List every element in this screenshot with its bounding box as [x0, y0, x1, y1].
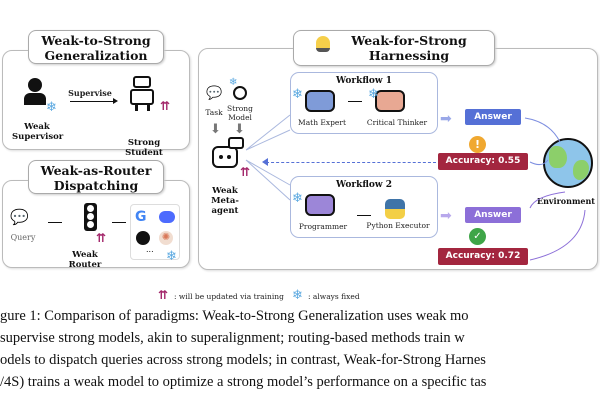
check-icon: ✓: [469, 228, 486, 245]
snowflake-icon: ❄: [292, 191, 303, 206]
speech-connectors: [245, 114, 291, 201]
arrowhead-icon: [113, 98, 118, 104]
snowflake-icon: ❄: [46, 100, 57, 115]
strong-models-box: G ✺ ...: [130, 204, 180, 260]
weak-router-label: Weak Router: [68, 250, 102, 270]
deepseek-icon: [159, 211, 175, 223]
answer-2-badge: Answer: [465, 207, 521, 223]
supervise-arrow: [70, 101, 116, 102]
trainable-legend-icon: ⇈: [158, 288, 169, 302]
task-label: Task: [205, 108, 223, 117]
math-expert-robot-icon: [305, 90, 335, 112]
trainable-icon: ⇈: [240, 165, 251, 179]
panel-title-weak-as-router: Weak-as-Router Dispatching: [28, 160, 164, 194]
snowflake-legend-icon: ❄: [292, 288, 303, 303]
legend-fixed-label: : always fixed: [308, 292, 360, 301]
feedback-dashed-arrow: [266, 162, 436, 163]
snowflake-icon: ❄: [229, 77, 238, 88]
snowflake-icon: ❄: [368, 87, 379, 102]
answer-to-env-arrow-1: [524, 117, 561, 143]
robot-icon: [130, 76, 154, 112]
query-label: Query: [10, 233, 36, 242]
python-executor-label: Python Executor: [366, 221, 430, 230]
answer-1-badge: Answer: [465, 109, 521, 125]
arrow: [112, 222, 126, 223]
critical-thinker-label: Critical Thinker: [366, 118, 428, 127]
arrow: [348, 101, 362, 102]
query-icon: 💬: [10, 208, 29, 226]
snowflake-icon: ❄: [292, 87, 303, 102]
google-icon: G: [135, 209, 147, 225]
down-arrow-icon: ⬇: [210, 122, 221, 137]
trainable-icon: ⇈: [160, 99, 171, 113]
caption-line-2: supervise strong models, akin to superal…: [0, 330, 465, 346]
openai-icon: [233, 86, 247, 100]
math-expert-label: Math Expert: [298, 118, 346, 127]
programmer-robot-icon: [305, 194, 335, 216]
env-to-accuracy-arrow-1: [529, 159, 549, 166]
teacher-icon: [24, 78, 46, 106]
lightbulb-icon: [316, 36, 330, 52]
warning-icon: !: [469, 136, 486, 153]
connector-to-workflow-1: [245, 114, 291, 151]
legend-updated-label: : will be updated via training: [174, 292, 284, 301]
arrow-to-answer-1: ➡: [440, 111, 452, 127]
accuracy-1-badge: Accuracy: 0.55: [438, 153, 528, 170]
answer-to-env-arrow-2: [529, 191, 566, 209]
arrow: [357, 215, 371, 216]
traffic-light-icon: [84, 203, 97, 231]
critical-thinker-robot-icon: [375, 90, 405, 112]
caption-line-1: gure 1: Comparison of paradigms: Weak-to…: [0, 308, 469, 324]
arrow-to-answer-2: ➡: [440, 208, 452, 224]
panel-title-weak-for-strong: Weak-for-Strong Harnessing: [293, 30, 495, 66]
python-icon: [385, 199, 405, 219]
chat-bubble-icon: [228, 137, 244, 149]
weak-supervisor-label: Weak Supervisor: [12, 122, 64, 142]
arrow: [48, 222, 62, 223]
openai-icon: [136, 231, 150, 245]
workflow-2-title: Workflow 2: [335, 180, 393, 190]
env-to-accuracy-arrow-2: [529, 209, 586, 261]
snowflake-icon: ❄: [166, 249, 177, 264]
arrowhead-icon: [262, 158, 268, 166]
workflow-1-title: Workflow 1: [335, 76, 393, 86]
trainable-icon: ⇈: [96, 231, 107, 245]
claude-icon: ✺: [159, 231, 173, 245]
supervise-label: Supervise: [68, 88, 112, 98]
down-arrow-icon: ⬇: [234, 122, 245, 137]
accuracy-2-badge: Accuracy: 0.72: [438, 248, 528, 265]
weak-meta-agent-label: Weak Meta-agent: [211, 186, 239, 216]
meta-agent-robot-icon: [212, 146, 238, 168]
caption-line-3: odels to dispatch queries across strong …: [0, 352, 486, 368]
panel-title-weak-to-strong: Weak-to-Strong Generalization: [28, 30, 164, 64]
connector-to-workflow-2: [245, 159, 291, 201]
environment-label: Environment: [536, 196, 596, 206]
programmer-label: Programmer: [298, 222, 348, 231]
environment-arrows: [524, 117, 586, 261]
strong-student-label: Strong Student: [125, 138, 163, 158]
globe-icon: [543, 138, 593, 188]
caption-line-4: /4S) trains a weak model to optimize a s…: [0, 374, 487, 390]
strong-model-label: Strong Model: [227, 104, 253, 122]
more-label: ...: [146, 245, 154, 254]
task-icon: 💬: [206, 86, 223, 101]
